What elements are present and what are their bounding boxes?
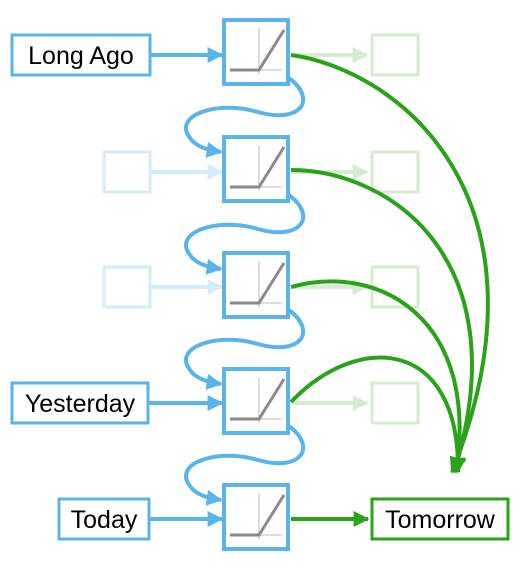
- faded-output-box: [370, 265, 420, 309]
- output-label-tomorrow: Tomorrow: [385, 506, 496, 534]
- input-box-today: [57, 497, 151, 541]
- relu-unit: [222, 367, 290, 435]
- input-label-long-ago: Long Ago: [28, 42, 134, 70]
- faded-output-box: [370, 33, 420, 77]
- input-box-long-ago: [10, 33, 152, 77]
- relu-unit: [222, 483, 290, 551]
- memory-arrow: [290, 168, 474, 474]
- input-label-today: Today: [71, 506, 138, 534]
- output-box-tomorrow: [370, 497, 510, 541]
- faded-output-box: [370, 150, 420, 194]
- relu-unit: [222, 251, 290, 319]
- faded-input-box: [102, 265, 152, 309]
- relu-unit: [222, 18, 290, 86]
- faded-input-box: [102, 150, 152, 194]
- relu-activation-icon: [230, 378, 286, 421]
- relu-activation-icon: [230, 494, 286, 537]
- relu-activation-icon: [230, 262, 286, 305]
- recurrent-arrow: [184, 193, 306, 275]
- relu-activation-icon: [230, 29, 286, 72]
- recurrent-arrow: [184, 76, 306, 158]
- input-label-yesterday: Yesterday: [25, 390, 136, 418]
- recurrent-arrow: [184, 424, 306, 506]
- relu-unit: [222, 135, 290, 203]
- memory-arrow: [290, 53, 490, 474]
- memory-arrow: [289, 355, 467, 474]
- memory-arrow: [290, 279, 467, 474]
- faded-output-box: [370, 381, 420, 425]
- input-box-yesterday: [10, 381, 150, 425]
- recurrent-arrow: [184, 308, 306, 390]
- relu-activation-icon: [230, 146, 286, 189]
